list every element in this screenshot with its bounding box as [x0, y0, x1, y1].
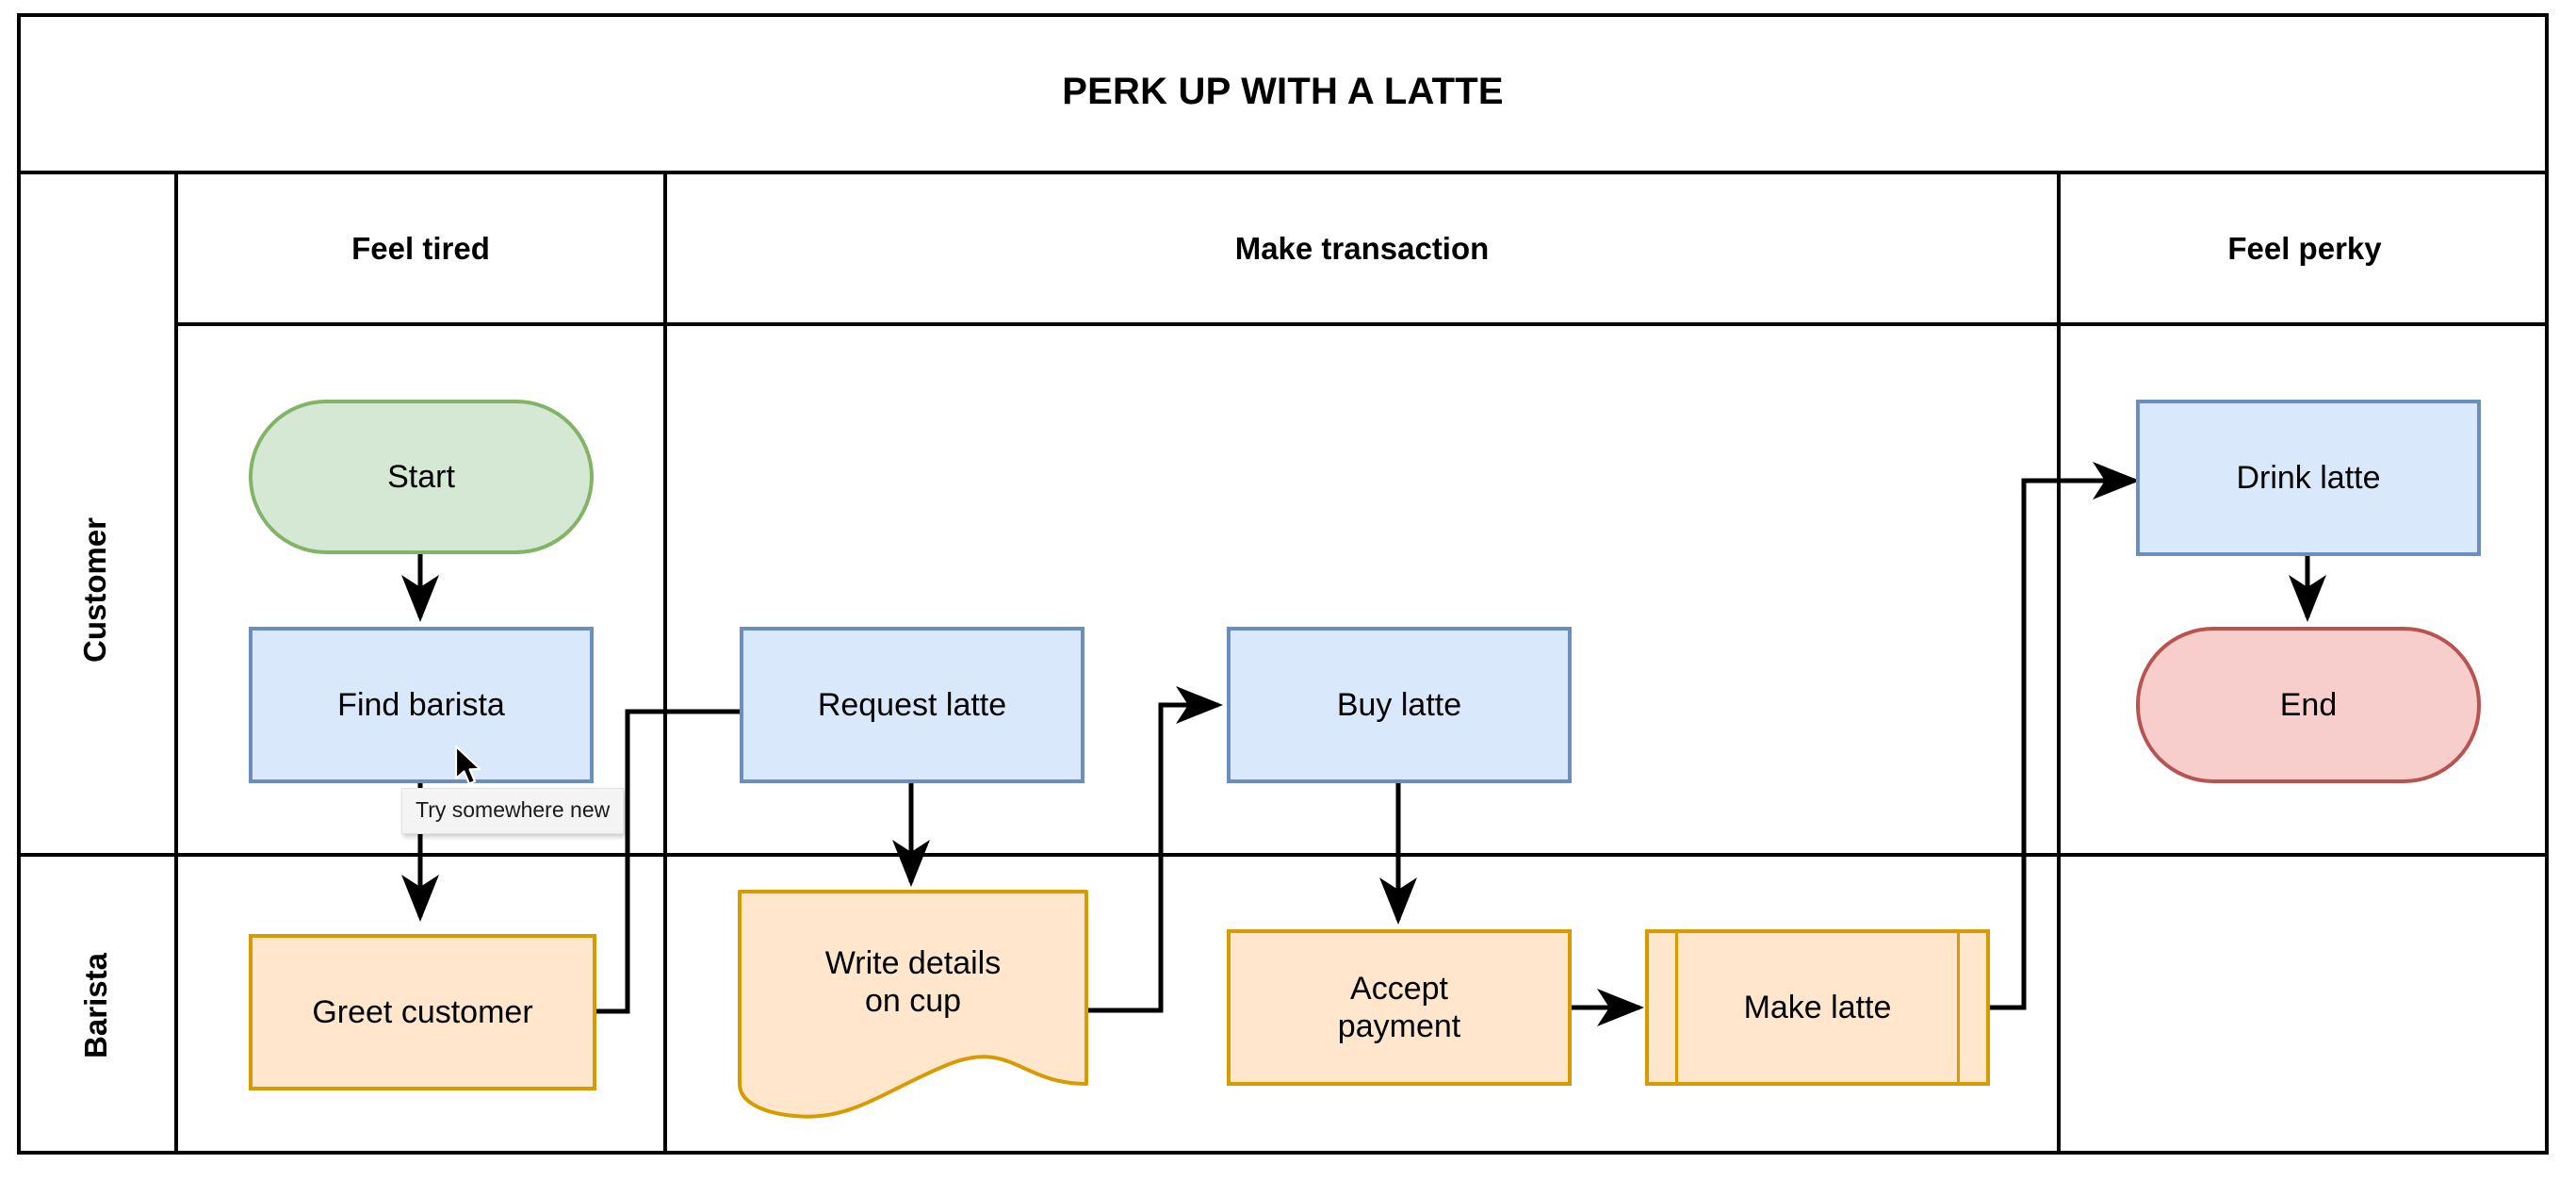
- predefined-bar-left: [1675, 933, 1678, 1082]
- lane-label-barista: Barista: [17, 857, 174, 1155]
- node-buy-latte[interactable]: Buy latte: [1227, 627, 1572, 783]
- phase-header-feel-tired: Feel tired: [351, 230, 490, 266]
- node-accept-payment[interactable]: Accept payment: [1227, 929, 1572, 1086]
- lane-label-column-divider: [174, 174, 178, 1155]
- lane-divider: [17, 853, 2549, 857]
- node-start[interactable]: Start: [249, 400, 594, 554]
- node-accept-payment-label: Accept payment: [1337, 970, 1461, 1044]
- node-find-barista-label: Find barista: [337, 686, 505, 723]
- node-greet-customer[interactable]: Greet customer: [249, 934, 596, 1090]
- node-make-latte-label: Make latte: [1743, 989, 1892, 1025]
- node-start-label: Start: [387, 458, 455, 495]
- node-end-label: End: [2279, 686, 2338, 723]
- node-request-latte[interactable]: Request latte: [740, 627, 1084, 783]
- node-drink-latte[interactable]: Drink latte: [2136, 400, 2481, 556]
- lane-label-barista-text: Barista: [77, 953, 113, 1058]
- node-write-details-shape[interactable]: [738, 890, 1088, 1123]
- node-drink-latte-label: Drink latte: [2236, 459, 2381, 496]
- diagram-title: PERK UP WITH A LATTE: [1062, 71, 1504, 112]
- node-greet-customer-label: Greet customer: [312, 993, 533, 1030]
- node-buy-latte-label: Buy latte: [1336, 686, 1462, 723]
- node-end[interactable]: End: [2136, 627, 2481, 783]
- lane-label-customer: Customer: [17, 326, 174, 853]
- diagram-title-band: PERK UP WITH A LATTE: [17, 13, 2549, 174]
- phase-header-divider: [174, 322, 2549, 326]
- phase-column-divider-1: [663, 174, 667, 1155]
- node-find-barista[interactable]: Find barista: [249, 627, 594, 783]
- phase-header-feel-perky: Feel perky: [2227, 230, 2382, 266]
- node-make-latte[interactable]: Make latte: [1645, 929, 1990, 1086]
- phase-header-make-transaction: Make transaction: [1234, 230, 1490, 266]
- tooltip: Try somewhere new: [401, 788, 625, 834]
- lane-label-customer-text: Customer: [77, 516, 113, 663]
- predefined-bar-right: [1957, 933, 1960, 1082]
- node-request-latte-label: Request latte: [817, 686, 1007, 723]
